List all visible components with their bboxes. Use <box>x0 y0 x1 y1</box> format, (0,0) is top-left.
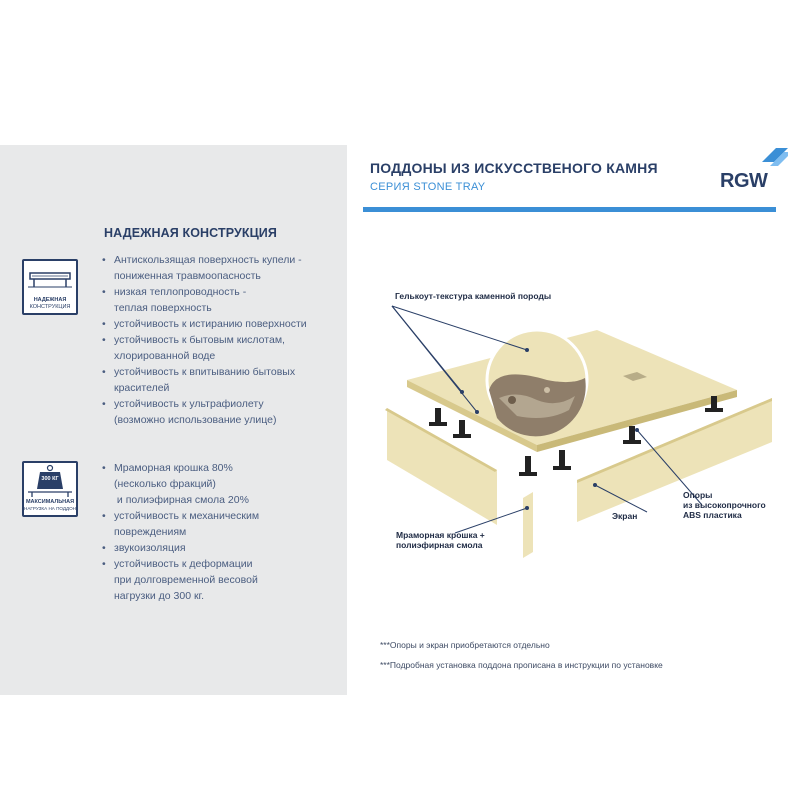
tray-diagram <box>385 305 772 558</box>
callout-screen: Экран <box>612 511 638 521</box>
callout-marble: Мраморная крошка + полиэфирная смола <box>396 530 485 550</box>
tray-edge-right <box>537 390 737 452</box>
icon2-caption-line2: НАГРУЗКА НА ПОДДОН <box>24 505 76 511</box>
list-item: устойчивость к ультрафиолету(возможно ис… <box>100 396 307 428</box>
features-list-1: Антискользящая поверхность купели -пониж… <box>100 252 307 428</box>
drain <box>623 372 647 381</box>
icon1-caption-line1: НАДЕЖНАЯ <box>33 297 67 303</box>
weight-icon: 300 КГ МАКСИМАЛЬНАЯ НАГРУЗКА НА ПОДДОН <box>22 461 78 517</box>
screen-right <box>577 398 772 522</box>
tray-edge-left <box>407 380 537 452</box>
list-item: устойчивость к впитыванию бытовыхкрасите… <box>100 364 307 396</box>
title-underline <box>363 207 776 212</box>
structure-icon: НАДЕЖНАЯ КОНСТРУКЦИЯ <box>22 259 78 315</box>
callout-lines <box>391 305 703 534</box>
icon2-caption-line1: МАКСИМАЛЬНАЯ <box>25 499 75 505</box>
callout-gelcoat: Гелькоут-текстура каменной породы <box>395 291 552 301</box>
list-item: Мраморная крошка 80%(несколько фракций) … <box>100 460 259 508</box>
list-item: устойчивость к истиранию поверхности <box>100 316 307 332</box>
note-supports: ***Опоры и экран приобретаются отдельно <box>380 640 550 650</box>
list-item: звукоизоляция <box>100 540 259 556</box>
section-title: НАДЕЖНАЯ КОНСТРУКЦИЯ <box>104 226 277 240</box>
list-item: устойчивость к бытовым кислотам,хлориров… <box>100 332 307 364</box>
features-list-2: Мраморная крошка 80%(несколько фракций) … <box>100 460 259 604</box>
note-install: ***Подробная установка поддона прописана… <box>380 660 663 670</box>
icon1-caption-line2: КОНСТРУКЦИЯ <box>29 303 71 310</box>
list-item: низкая теплопроводность -теплая поверхно… <box>100 284 307 316</box>
page-title: ПОДДОНЫ ИЗ ИСКУССТВЕНОГО КАМНЯ <box>370 160 658 176</box>
screen-corner <box>523 492 533 558</box>
screen-left <box>387 408 497 525</box>
weight-label: 300 КГ <box>41 476 59 482</box>
callout-supports: Опоры из высокопрочного ABS пластика <box>683 490 766 520</box>
page-subtitle: СЕРИЯ STONE TRAY <box>370 181 486 193</box>
logo-text: RGW <box>720 170 768 192</box>
rgw-logo <box>762 148 788 166</box>
tray-legs <box>429 396 723 476</box>
list-item: Антискользящая поверхность купели -пониж… <box>100 252 307 284</box>
